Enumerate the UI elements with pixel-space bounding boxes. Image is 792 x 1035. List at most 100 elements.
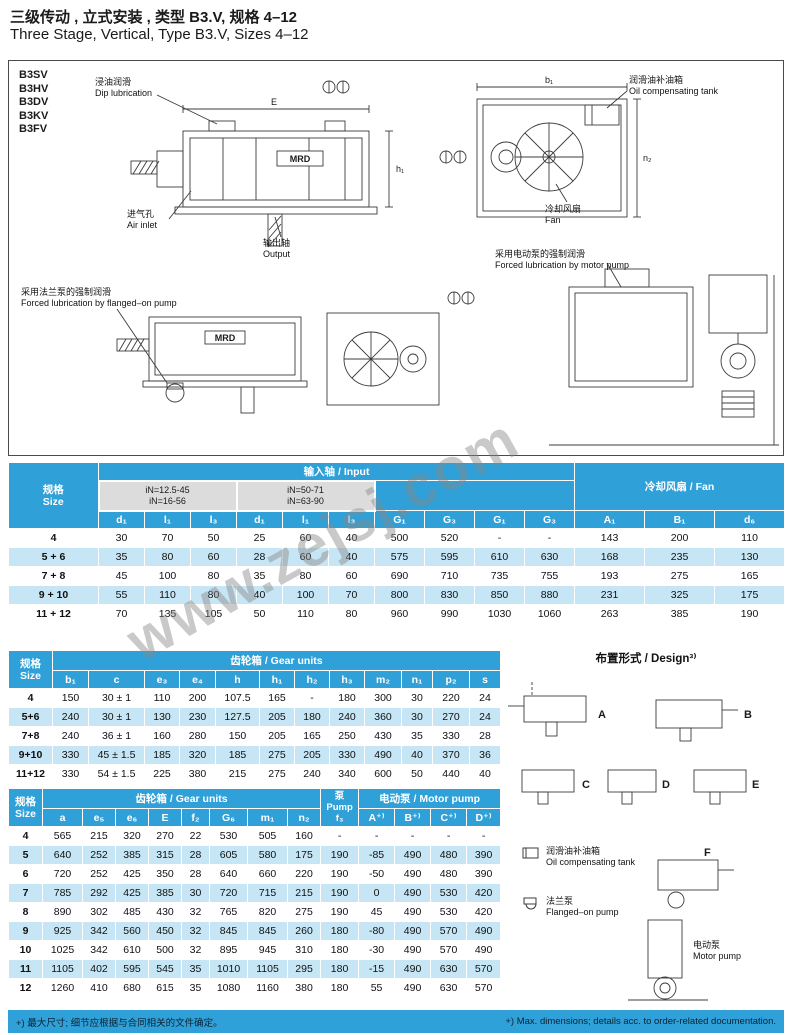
table-cell: 70 xyxy=(328,585,375,605)
table-cell: 263 xyxy=(574,604,646,624)
table-cell: 960 xyxy=(374,604,425,624)
model-label: B3HV xyxy=(19,82,49,95)
table-cell: -50 xyxy=(358,864,396,884)
design-letter-b: B xyxy=(744,709,752,721)
table-cell: 32 xyxy=(181,921,210,941)
table-cell: 28 xyxy=(236,547,283,567)
table-cell: 30 xyxy=(98,528,145,548)
table-cell: 710 xyxy=(424,566,475,586)
table-cell: 9+10 xyxy=(8,745,53,765)
table-cell: 220 xyxy=(286,864,322,884)
table-cell: 11 + 12 xyxy=(8,604,99,624)
table-cell: 845 xyxy=(209,921,248,941)
table-cell: 1030 xyxy=(474,604,525,624)
t1-col-header: d₆ xyxy=(714,510,786,529)
table-cell: 45 ± 1.5 xyxy=(88,745,145,765)
table-cell: 4 xyxy=(8,688,53,708)
table-cell: 895 xyxy=(209,940,248,960)
table-cell: 500 xyxy=(374,528,425,548)
table-cell: 60 xyxy=(190,547,237,567)
table-cell: - xyxy=(523,528,576,548)
table-cell: 390 xyxy=(466,845,502,865)
table-cell: 640 xyxy=(209,864,248,884)
table-cell: 720 xyxy=(209,883,248,903)
table-cell: 660 xyxy=(247,864,288,884)
t3-col-header: D⁺⁾ xyxy=(466,808,502,827)
table-cell: 40 xyxy=(328,528,375,548)
table-cell: 35 xyxy=(181,959,210,979)
table-cell: 320 xyxy=(115,826,149,846)
table-cell: 1160 xyxy=(247,978,288,998)
table-cell: 390 xyxy=(466,864,502,884)
table-cell: 215 xyxy=(215,764,260,784)
table-cell: 820 xyxy=(247,902,288,922)
table-cell: 270 xyxy=(148,826,182,846)
t1-col-header: G₃ xyxy=(424,510,475,529)
t1-col-header: G₁ xyxy=(474,510,525,529)
t3-col-header: G₆ xyxy=(209,808,248,827)
table-cell: 560 xyxy=(115,921,149,941)
technical-drawing-box: B3SV B3HV B3DV B3KV B3FV xyxy=(8,60,784,456)
table-cell: 735 xyxy=(474,566,525,586)
table-cell: 54 ± 1.5 xyxy=(88,764,145,784)
table-cell: 500 xyxy=(148,940,182,960)
table-cell: 40 xyxy=(401,745,433,765)
table-cell: 880 xyxy=(523,585,576,605)
table-cell: 24 xyxy=(469,688,501,708)
table-cell: 70 xyxy=(98,604,145,624)
t2-col-header: b₁ xyxy=(52,670,89,689)
t1-col-header: G₁ xyxy=(374,510,425,529)
table-cell: 490 xyxy=(394,902,432,922)
table-cell: 45 xyxy=(358,902,396,922)
table-cell: 640 xyxy=(42,845,83,865)
table-cell: 580 xyxy=(247,845,288,865)
table-cell: 80 xyxy=(282,566,329,586)
table-cell: 35 xyxy=(181,978,210,998)
table-cell: 240 xyxy=(52,726,89,746)
t1-col-header: l₁ xyxy=(144,510,191,529)
table-cell: 36 ± 1 xyxy=(88,726,145,746)
table-cell: 30 xyxy=(181,883,210,903)
table-cell: 150 xyxy=(215,726,260,746)
t3-col-header: A⁺⁾ xyxy=(358,808,396,827)
table-cell: -30 xyxy=(358,940,396,960)
table-cell: 765 xyxy=(209,902,248,922)
t3-col-header: m₁ xyxy=(247,808,288,827)
table-cell: 168 xyxy=(574,547,646,567)
table-cell: - xyxy=(358,826,396,846)
table-cell: 570 xyxy=(430,940,468,960)
table-cell: 135 xyxy=(144,604,191,624)
table-cell: 275 xyxy=(644,566,716,586)
table-cell: 292 xyxy=(82,883,116,903)
table-cell: 485 xyxy=(115,902,149,922)
table-cell: 720 xyxy=(42,864,83,884)
table-cell: 1010 xyxy=(209,959,248,979)
table-cell: 610 xyxy=(115,940,149,960)
table-cell: 330 xyxy=(329,745,365,765)
page-title-zh: 三级传动 , 立式安装 , 类型 B3.V, 规格 4–12 xyxy=(10,9,298,26)
table-cell: 350 xyxy=(148,864,182,884)
table-cell: - xyxy=(474,528,525,548)
table-cell: 680 xyxy=(115,978,149,998)
table-cell: 110 xyxy=(714,528,786,548)
table-cell: 180 xyxy=(294,707,330,727)
table-cell: 570 xyxy=(466,978,502,998)
table-cell: - xyxy=(294,688,330,708)
dim-label: n₂ xyxy=(643,153,652,163)
table-cell: 25 xyxy=(236,528,283,548)
table-cell: -80 xyxy=(358,921,396,941)
table-cell: 50 xyxy=(401,764,433,784)
table-cell: 1105 xyxy=(247,959,288,979)
design-letter-e: E xyxy=(752,779,759,791)
table-cell: 0 xyxy=(358,883,396,903)
table-cell: 60 xyxy=(328,566,375,586)
